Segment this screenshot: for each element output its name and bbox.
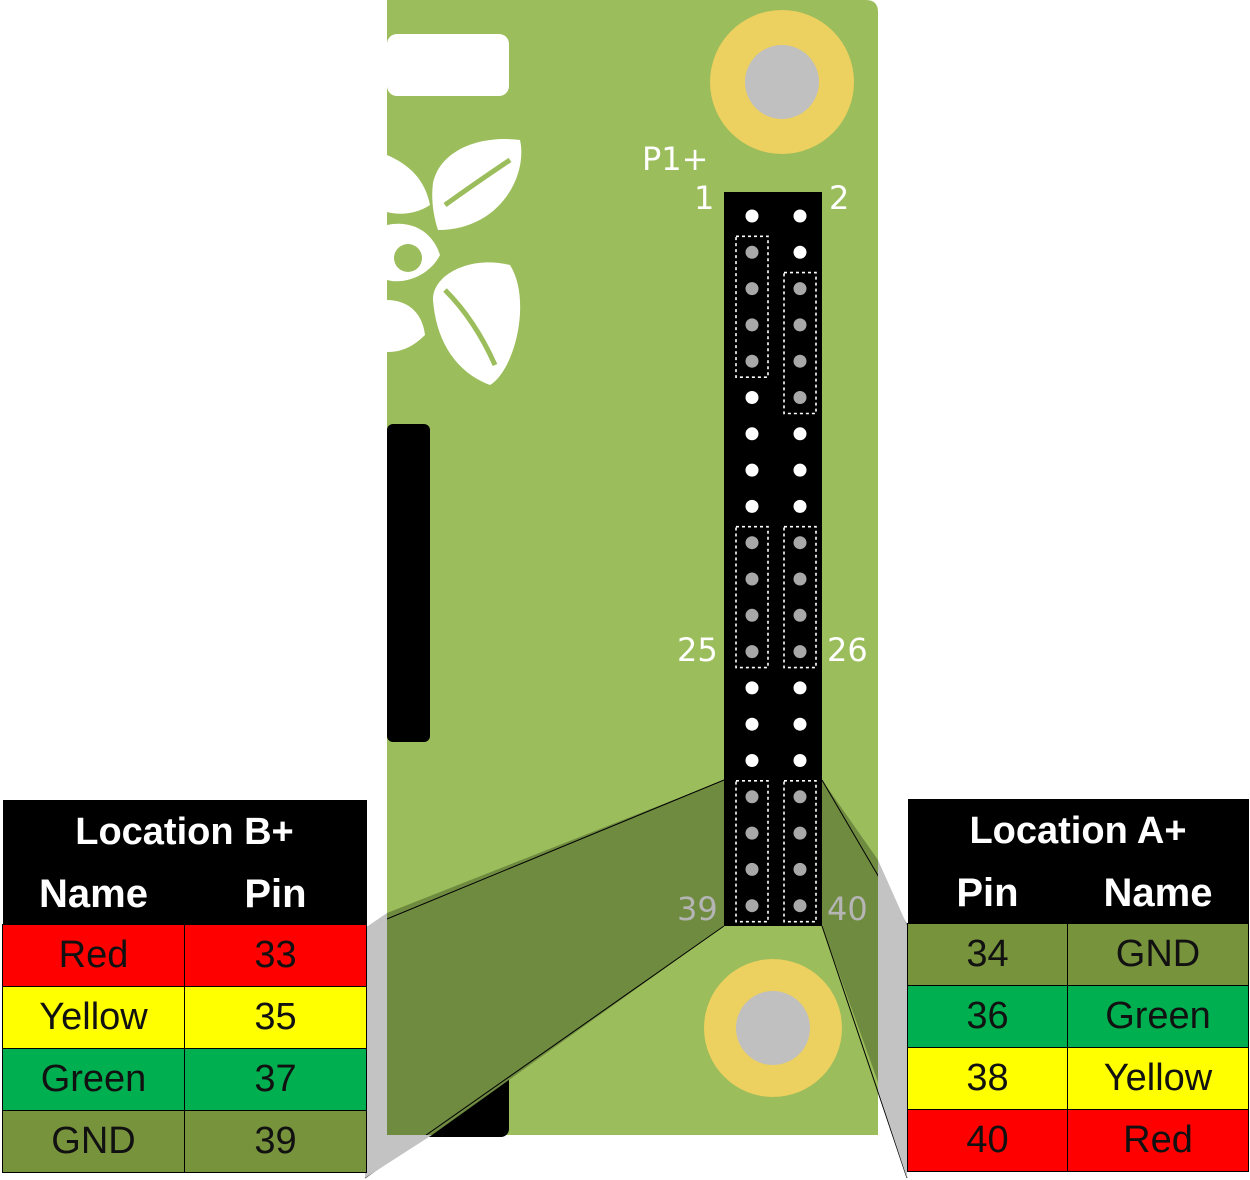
- gpio-pin: [793, 899, 807, 913]
- gpio-pin: [745, 536, 759, 550]
- gpio-header: [724, 192, 822, 926]
- location-b-col-pin: Pin: [184, 864, 367, 925]
- pin-group-outlines: [735, 235, 817, 923]
- gpio-pin: [793, 826, 807, 840]
- gpio-pin: [793, 681, 807, 695]
- board-cutout: [387, 34, 509, 96]
- pin-label-39: 39: [677, 890, 718, 928]
- wire-name-cell: Green: [2, 1048, 185, 1111]
- gpio-pin: [745, 354, 759, 368]
- gpio-pin: [793, 318, 807, 332]
- gpio-pin: [793, 499, 807, 513]
- gpio-pin: [793, 717, 807, 731]
- raspberry-logo-icon: [387, 139, 522, 385]
- wire-name-cell: GND: [2, 1110, 185, 1173]
- pin-number-cell: 40: [907, 1109, 1068, 1172]
- gpio-pin: [745, 681, 759, 695]
- pin-group-outline: [735, 525, 769, 669]
- side-connector: [387, 424, 430, 742]
- callout-right-gap: [878, 860, 907, 1178]
- pin-label-2: 2: [829, 179, 849, 217]
- gpio-pin: [745, 209, 759, 223]
- pin-group-outline: [783, 525, 817, 669]
- location-b-title: Location B+: [2, 800, 367, 864]
- gpio-pin: [793, 572, 807, 586]
- location-a-col-pin: Pin: [907, 863, 1068, 924]
- gpio-pin: [745, 499, 759, 513]
- gpio-pin: [793, 354, 807, 368]
- wire-name-cell: Yellow: [1066, 1047, 1250, 1110]
- gpio-pin: [745, 572, 759, 586]
- mount-hole-top: [710, 10, 854, 154]
- pin-label-26: 26: [827, 631, 868, 669]
- wire-name-cell: GND: [1066, 923, 1250, 986]
- gpio-pin: [793, 463, 807, 477]
- pin-number-cell: 34: [907, 923, 1068, 986]
- pin-group-outline: [783, 779, 817, 923]
- wire-name-cell: Yellow: [2, 986, 185, 1049]
- gpio-pins: [745, 209, 807, 913]
- gpio-pin: [793, 209, 807, 223]
- mount-hole-bottom: [704, 959, 842, 1097]
- callout-right: [822, 780, 878, 1082]
- pin-group-outline: [783, 271, 817, 415]
- gpio-pin: [745, 754, 759, 767]
- gpio-pin: [745, 862, 759, 876]
- gpio-pin: [793, 645, 807, 659]
- gpio-pin: [745, 427, 759, 441]
- gpio-pin: [745, 790, 759, 804]
- header-label: P1+: [642, 140, 708, 178]
- gpio-pin: [745, 717, 759, 731]
- pin-number-cell: 37: [184, 1048, 367, 1111]
- pin-number-cell: 36: [907, 985, 1068, 1048]
- gpio-pin: [745, 608, 759, 622]
- pin-number-cell: 38: [907, 1047, 1068, 1110]
- wire-name-cell: Red: [1066, 1109, 1250, 1172]
- gpio-pin: [793, 862, 807, 876]
- location-a-col-name: Name: [1067, 863, 1249, 924]
- gpio-pin: [745, 899, 759, 913]
- pin-group-outline: [735, 235, 769, 378]
- gpio-pin: [793, 754, 807, 767]
- pin-label-1: 1: [694, 179, 714, 217]
- gpio-pin: [793, 790, 807, 804]
- gpio-pin: [745, 391, 759, 404]
- gpio-pin: [745, 245, 759, 259]
- gpio-pin: [745, 645, 759, 659]
- pin-number-cell: 33: [184, 924, 367, 987]
- callout-left: [387, 780, 724, 1135]
- gpio-pin: [793, 608, 807, 622]
- pin-label-25: 25: [677, 631, 718, 669]
- gpio-pin: [793, 282, 807, 296]
- gpio-pin: [793, 391, 807, 404]
- callout-left-gap: [365, 913, 432, 1178]
- gpio-pin: [793, 427, 807, 441]
- location-a-title: Location A+: [907, 799, 1249, 863]
- gpio-pin: [745, 318, 759, 332]
- pin-group-outline: [735, 779, 769, 923]
- gpio-pin: [793, 536, 807, 550]
- wire-name-cell: Red: [2, 924, 185, 987]
- wire-name-cell: Green: [1066, 985, 1250, 1048]
- pin-number-cell: 35: [184, 986, 367, 1049]
- pin-label-40: 40: [827, 890, 868, 928]
- location-b-col-name: Name: [2, 864, 185, 925]
- gpio-pin: [745, 282, 759, 296]
- gpio-pin: [745, 463, 759, 477]
- pin-number-cell: 39: [184, 1110, 367, 1173]
- gpio-pin: [745, 826, 759, 840]
- gpio-pin: [793, 245, 807, 259]
